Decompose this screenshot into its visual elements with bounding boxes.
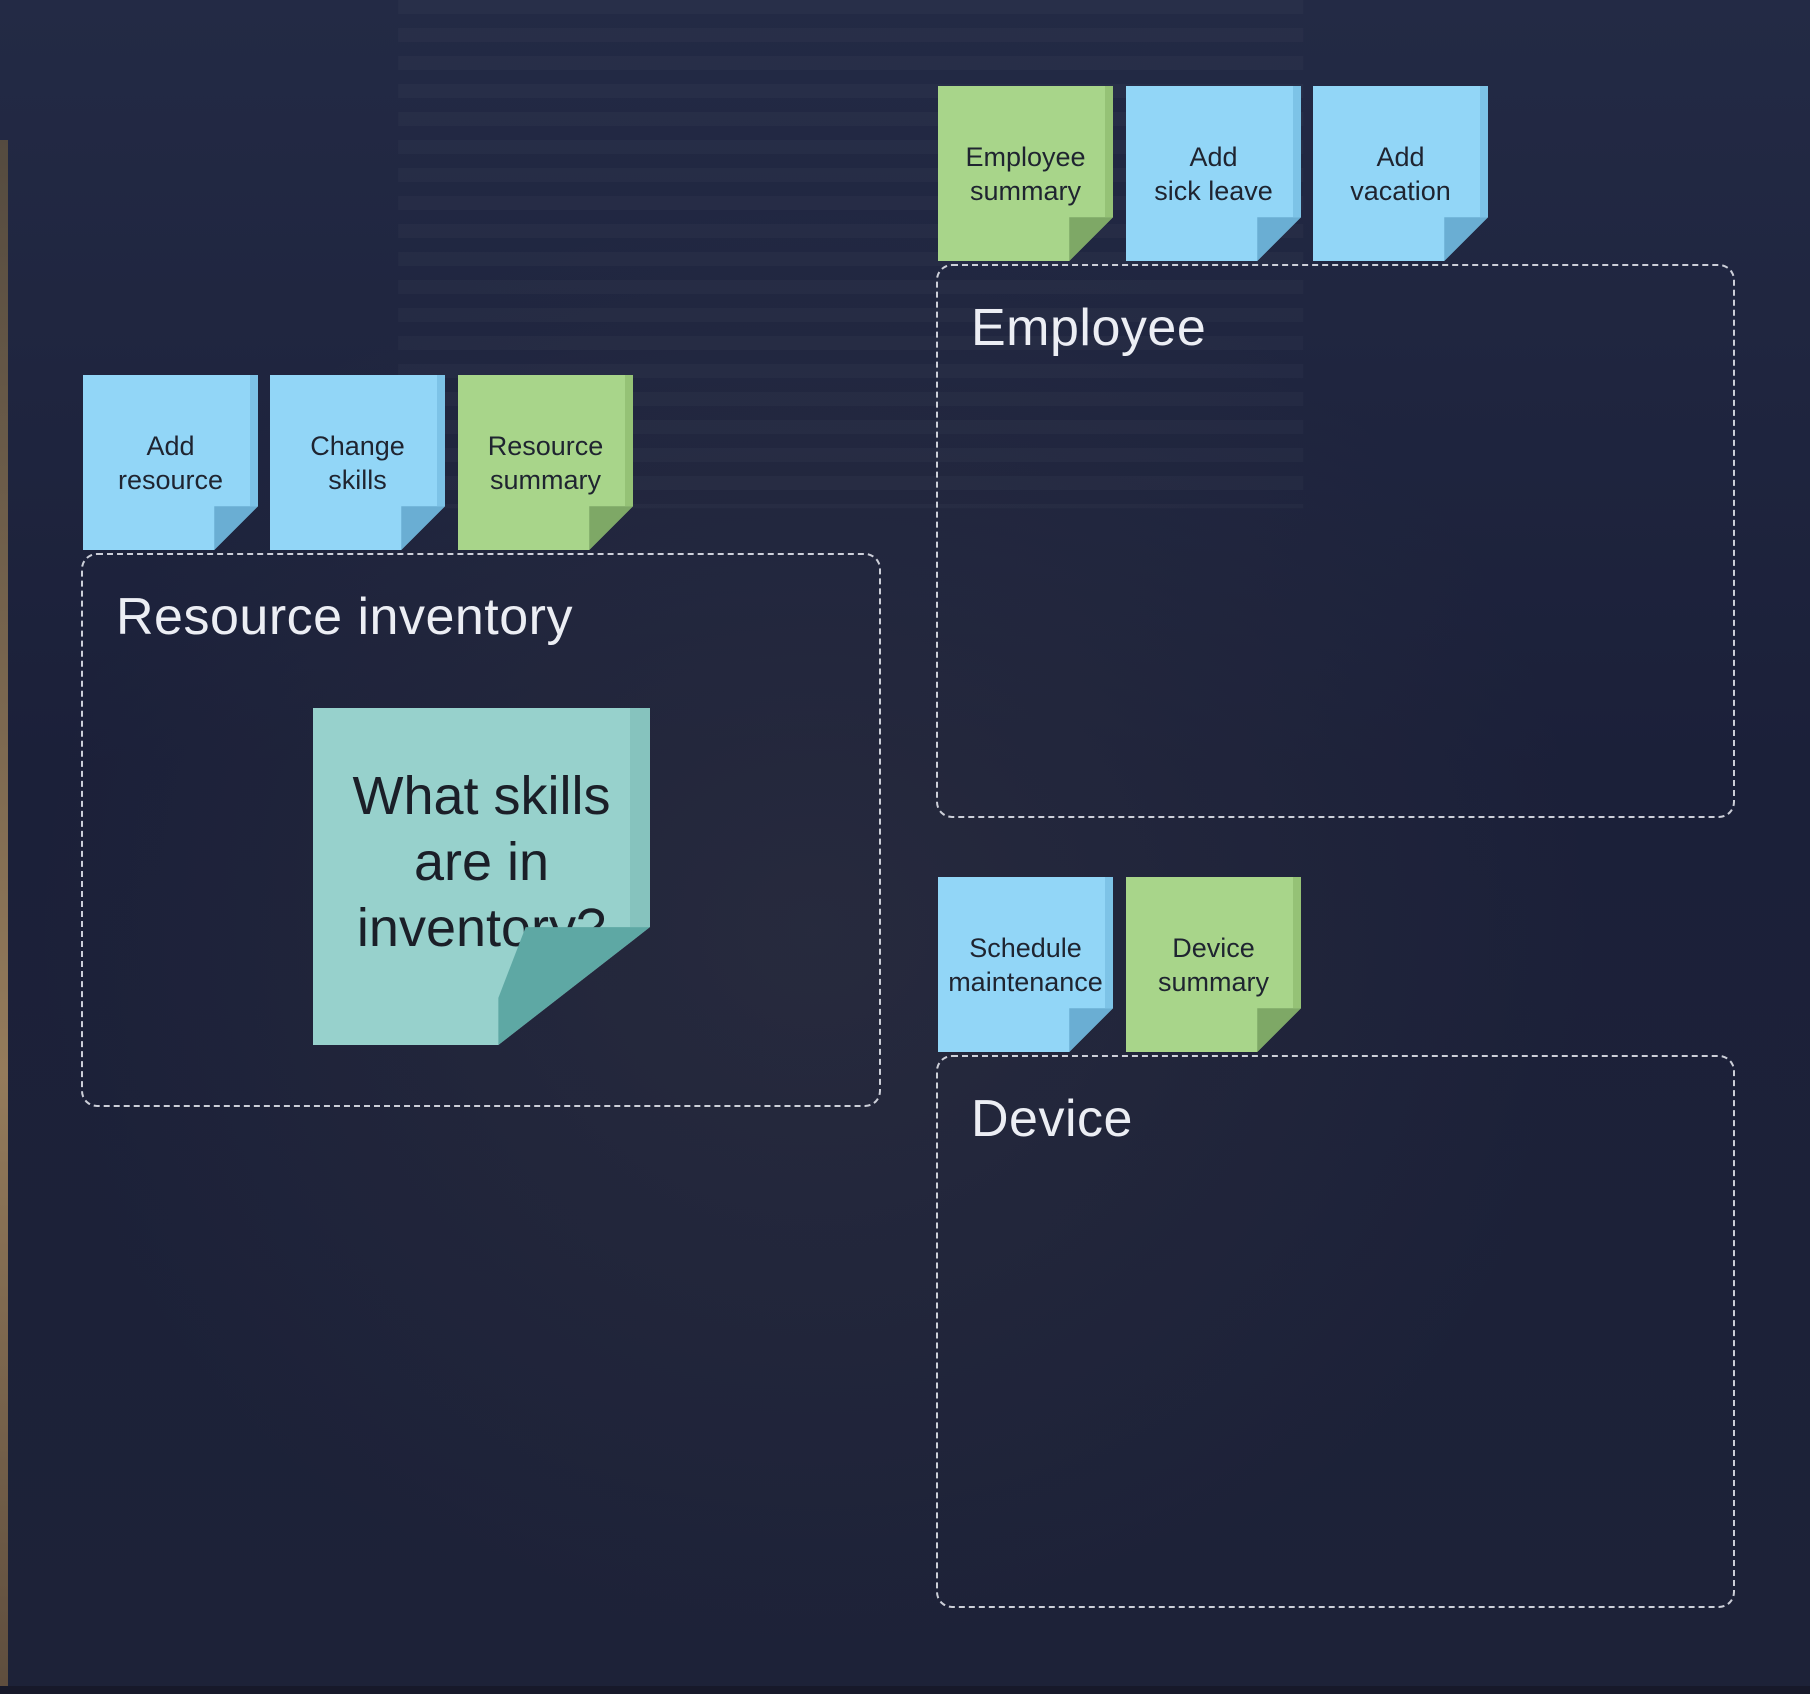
note-edge [1293, 86, 1301, 218]
note-edge [630, 708, 650, 928]
note-edge [1480, 86, 1488, 218]
note-label: Schedule maintenance [948, 932, 1103, 997]
question-label: What skills are in inventory? [352, 765, 611, 958]
note-label: Resource summary [487, 430, 604, 495]
note-label: Add vacation [1350, 141, 1451, 206]
note-edge [1293, 877, 1301, 1009]
sticky-note-employee-summary[interactable]: Employee summary [938, 86, 1113, 261]
group-device[interactable]: Device [936, 1055, 1735, 1608]
note-edge [1105, 86, 1113, 218]
frame-bottom-edge [0, 1686, 1810, 1694]
sticky-note-add-sick-leave[interactable]: Add sick leave [1126, 86, 1301, 261]
note-label: Employee summary [965, 141, 1086, 206]
note-edge [625, 375, 633, 507]
group-title-device: Device [971, 1090, 1133, 1148]
sticky-note-device-summary[interactable]: Device summary [1126, 877, 1301, 1052]
note-label: Add resource [117, 430, 224, 495]
sticky-note-add-resource[interactable]: Add resource [83, 375, 258, 550]
note-edge [437, 375, 445, 507]
note-edge [250, 375, 258, 507]
sticky-note-schedule-maintenance[interactable]: Schedule maintenance [938, 877, 1113, 1052]
sticky-note-resource-summary[interactable]: Resource summary [458, 375, 633, 550]
note-edge [1105, 877, 1113, 1009]
note-label: Add sick leave [1154, 141, 1273, 206]
sticky-note-change-skills[interactable]: Change skills [270, 375, 445, 550]
group-resource-inventory[interactable]: Resource inventory [81, 553, 881, 1107]
group-employee[interactable]: Employee [936, 264, 1735, 818]
sticky-note-add-vacation[interactable]: Add vacation [1313, 86, 1488, 261]
frame-edge [0, 140, 8, 1694]
note-label: Device summary [1157, 932, 1269, 997]
group-title-resource-inventory: Resource inventory [116, 588, 573, 646]
group-title-employee: Employee [971, 299, 1207, 357]
note-label: Change skills [310, 430, 405, 495]
